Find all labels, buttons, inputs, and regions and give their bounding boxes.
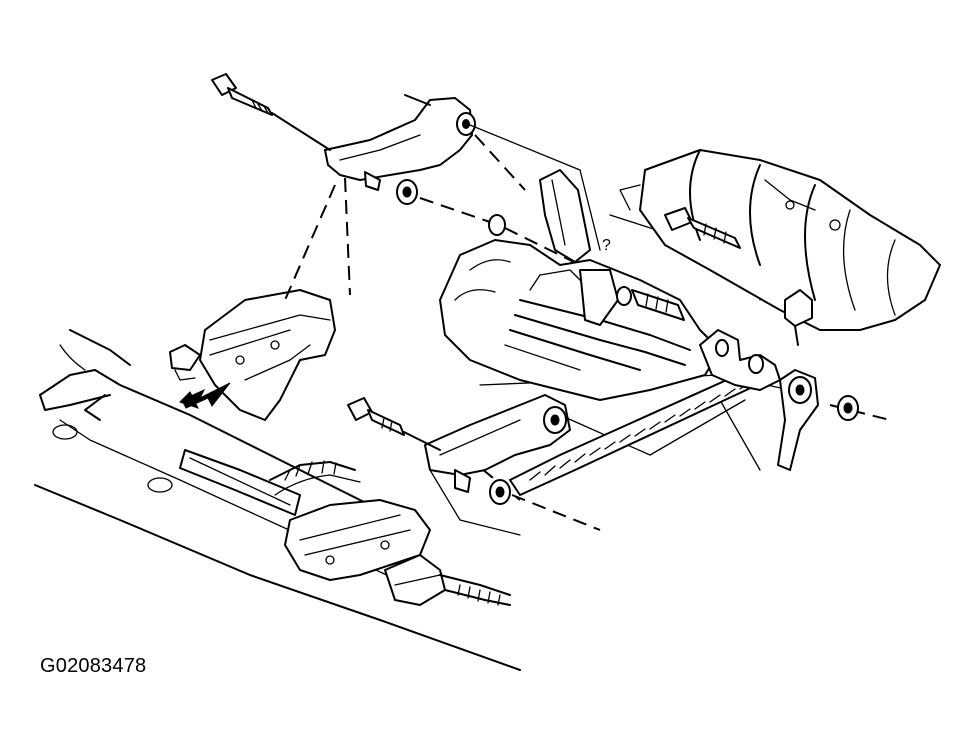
lower-frame-mount: [269, 460, 446, 606]
left-frame-bracket: [169, 289, 336, 421]
right-nut: [837, 395, 859, 421]
upper-bolt: [211, 73, 331, 151]
lower-link-arm: [424, 394, 571, 493]
upper-nut: [396, 179, 506, 236]
lower-bolt: [347, 397, 441, 451]
transmission-housing: [619, 149, 941, 331]
frame-crossmember: [34, 329, 521, 671]
lower-nut: [489, 479, 511, 505]
direction-arrow-icon: [179, 382, 231, 409]
hose: [439, 574, 511, 606]
right-bracket: [699, 329, 819, 471]
svg-text:?: ?: [602, 237, 611, 254]
engine-block: ?: [439, 169, 721, 401]
upper-engine-bracket: [324, 94, 476, 191]
engine-bolt: [616, 286, 685, 321]
figure-code: G02083478: [40, 655, 147, 677]
stud: [784, 289, 813, 346]
transmission-bolt: [664, 207, 741, 249]
